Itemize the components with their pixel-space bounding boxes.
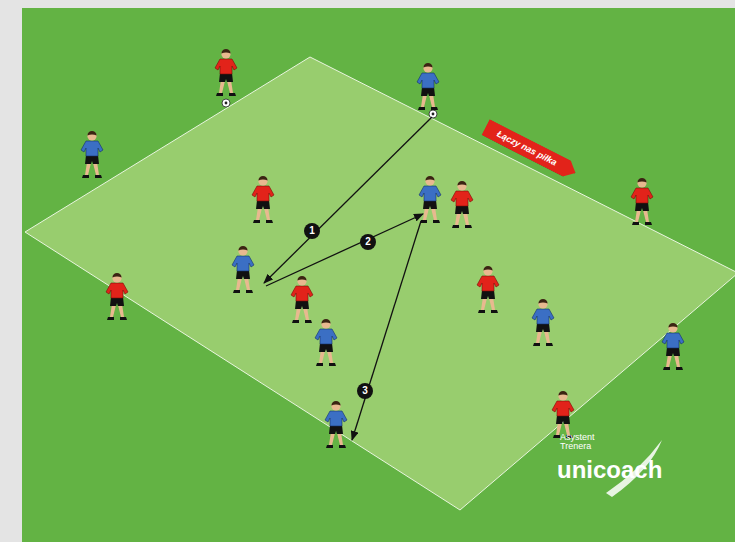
callout-circles [304, 223, 376, 399]
callout-number: 2 [365, 237, 371, 247]
ball [222, 99, 437, 118]
logo-wordmark: unicoach [557, 458, 662, 482]
logo-caption: Asystent Trenera [560, 433, 612, 451]
pass-arrows [264, 117, 432, 440]
players [81, 49, 684, 448]
callout-number: 1 [309, 226, 315, 236]
callout-number: 3 [362, 386, 368, 396]
drill-area [25, 57, 735, 510]
